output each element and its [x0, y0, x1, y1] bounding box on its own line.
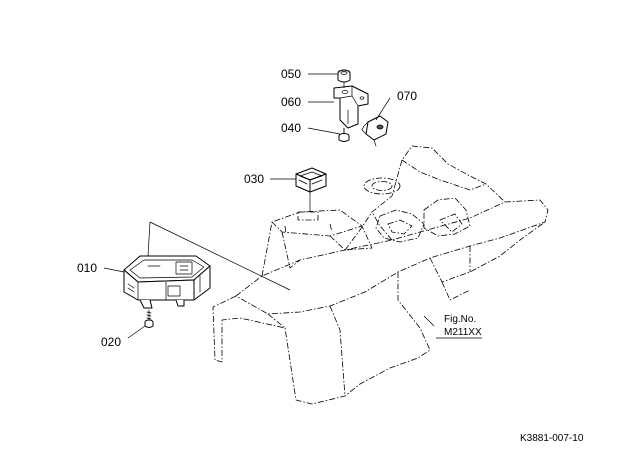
leader-lines — [103, 73, 482, 339]
callout-050: 050 — [281, 67, 301, 81]
control-box-010[interactable] — [123, 255, 211, 309]
callout-030: 030 — [244, 172, 264, 186]
fig-number: M211XX — [444, 327, 482, 338]
callout-060: 060 — [281, 95, 301, 109]
rocker-switch-030[interactable] — [295, 167, 327, 193]
fig-label: Fig.No. — [444, 314, 476, 325]
console-housing — [212, 145, 549, 405]
sensor-070[interactable] — [361, 115, 389, 147]
callout-040: 040 — [281, 121, 301, 135]
callout-020: 020 — [101, 335, 121, 349]
cap-nut-050[interactable] — [337, 69, 351, 83]
callout-labels: 050 060 040 070 030 010 020 — [77, 67, 417, 349]
figure-reference: Fig.No. M211XX — [444, 314, 482, 338]
screw-040[interactable] — [338, 127, 350, 142]
screw-020[interactable] — [144, 309, 154, 328]
callout-010: 010 — [77, 261, 97, 275]
bracket-060[interactable] — [333, 85, 369, 129]
callout-070: 070 — [397, 89, 417, 103]
drawing-code: K3881-007-10 — [520, 433, 584, 444]
